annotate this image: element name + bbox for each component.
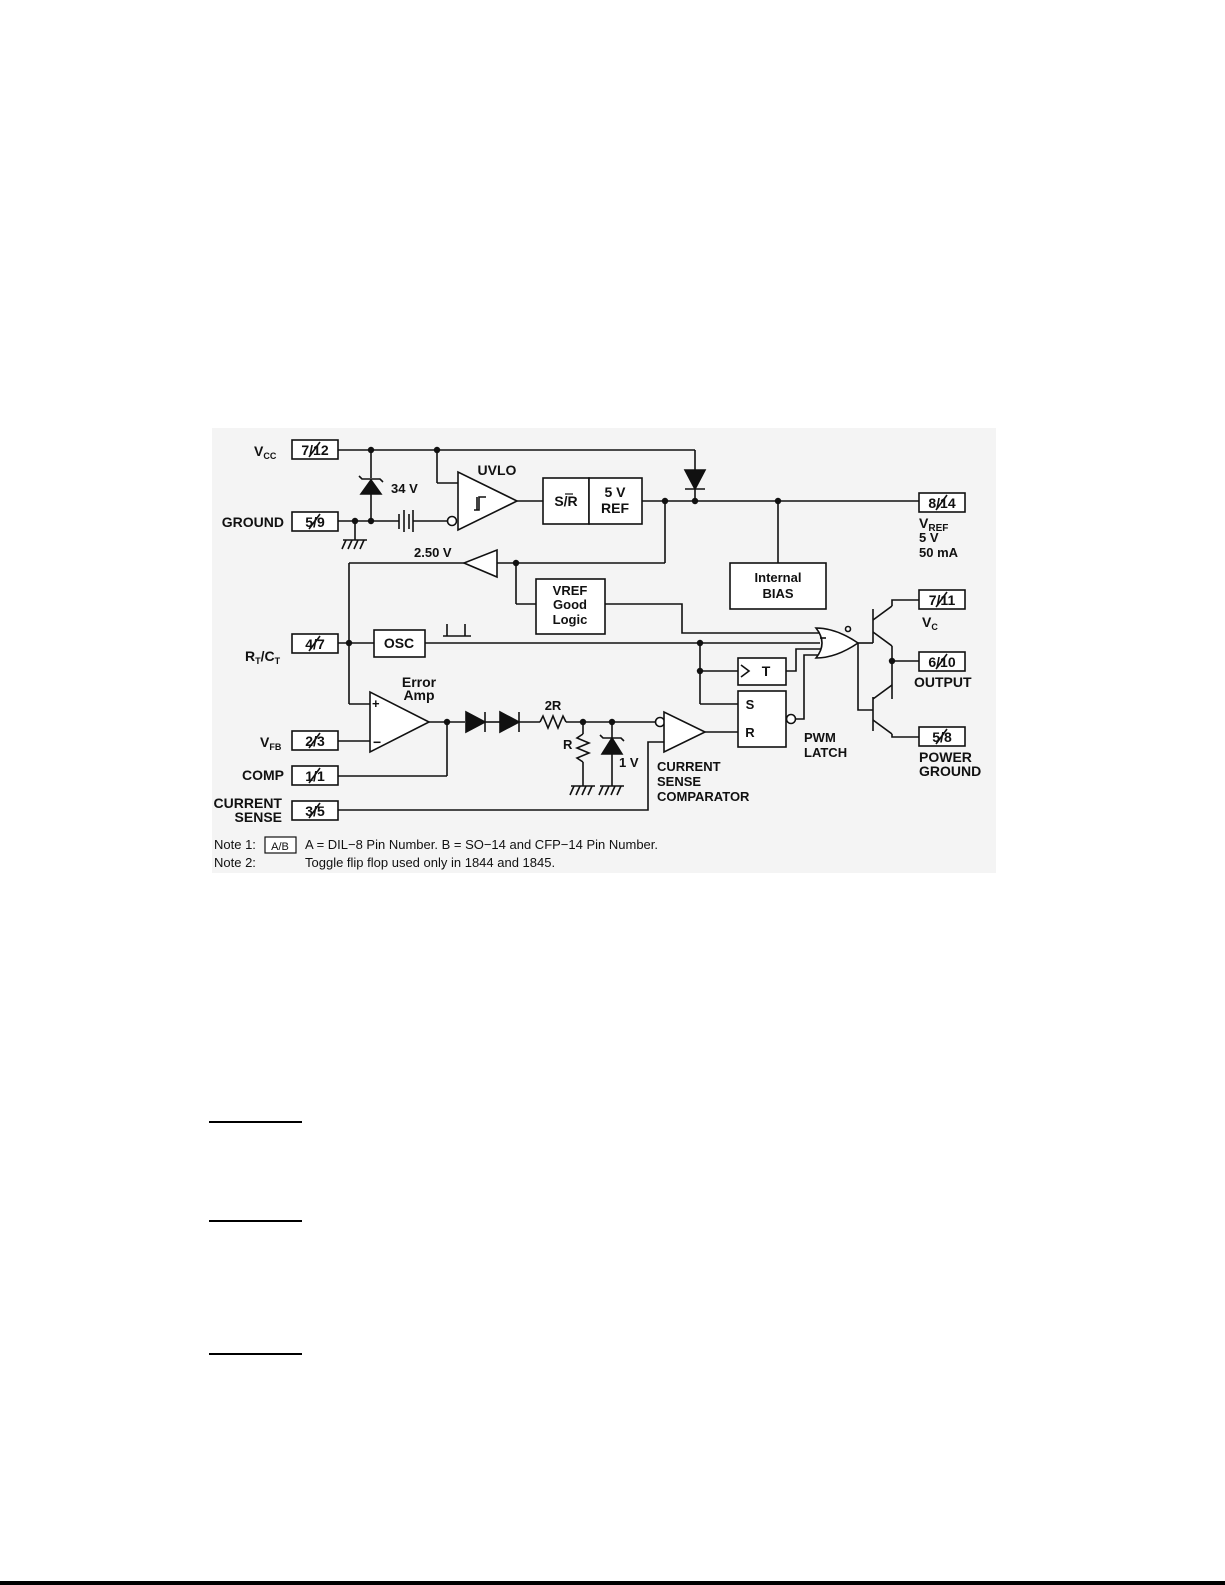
output-gate — [814, 627, 860, 659]
resistor-2r-label: 2R — [545, 698, 562, 713]
junction-dots — [345, 446, 896, 726]
osc-label: OSC — [384, 635, 414, 651]
sr-label: S/R — [554, 493, 577, 509]
error-amp-minus: − — [373, 734, 381, 750]
pin-label-vcc: VCC — [254, 443, 277, 461]
vref-good-block — [535, 578, 606, 635]
pin-label-vfb: VFB — [260, 734, 282, 752]
cs-comp-label-3: COMPARATOR — [657, 789, 750, 804]
note1-text: A = DIL−8 Pin Number. B = SO−14 and CFP−… — [305, 837, 658, 852]
pin-label-ground: GROUND — [222, 514, 284, 530]
bias-block — [729, 562, 827, 610]
osc-block — [373, 629, 426, 658]
blank-line-3 — [209, 1353, 302, 1355]
pin-label-vc: VC — [922, 614, 938, 632]
pwm-latch — [737, 690, 787, 748]
toggle-label: T — [762, 663, 771, 679]
pin-number-output: 6/10 — [928, 654, 955, 670]
vref-good-label-1: VREF — [553, 583, 588, 598]
sr-block — [542, 477, 590, 525]
pin-number-vc: 7/11 — [929, 592, 956, 608]
bias-label-2: BIAS — [762, 586, 793, 601]
latch-r-label: R — [745, 725, 755, 740]
pin-label-vref: VREF — [919, 515, 948, 534]
vref-good-label-3: Logic — [553, 612, 588, 627]
pin-label-vref-3: 50 mA — [919, 545, 959, 560]
uvlo-label: UVLO — [478, 462, 517, 478]
note1-box-text: A/B — [271, 841, 289, 853]
pwm-latch-label-2: LATCH — [804, 745, 847, 760]
error-amp — [369, 690, 431, 754]
pin-label-output: OUTPUT — [914, 674, 972, 690]
pin-number-vref: 8/14 — [928, 495, 955, 511]
error-amp-label-2: Amp — [403, 687, 434, 703]
error-amp-label-1: Error — [402, 674, 437, 690]
ref-label-1: 5 V — [604, 484, 626, 500]
pin-label-vref-2: 5 V — [919, 530, 939, 545]
pin-label-pgnd-1: POWER — [919, 749, 972, 765]
clamp-label: 1 V — [619, 755, 639, 770]
pin-label-cs-2: SENSE — [235, 809, 282, 825]
pin-label-pgnd-2: GROUND — [919, 763, 981, 779]
pin-number-comp: 1/1 — [305, 768, 325, 784]
note2-label: Note 2: — [214, 855, 256, 870]
buffer-label: 2.50 V — [414, 545, 452, 560]
vref-good-label-2: Good — [553, 597, 587, 612]
note1-label: Note 1: — [214, 837, 256, 852]
zener-label: 34 V — [391, 481, 418, 496]
blank-line-1 — [209, 1121, 302, 1123]
current-sense-comparator — [663, 710, 707, 754]
ref-block — [588, 477, 643, 525]
latch-s-label: S — [746, 697, 755, 712]
pin-label-rtct: RT/CT — [245, 648, 281, 666]
pin-number-vfb: 2/3 — [305, 733, 325, 749]
note1-box — [264, 836, 297, 854]
cs-comp-label-1: CURRENT — [657, 759, 721, 774]
resistor-r-label: R — [563, 737, 573, 752]
pin-number-cs: 3/5 — [305, 803, 325, 819]
pin-label-cs-1: CURRENT — [214, 795, 283, 811]
error-amp-plus: + — [372, 696, 380, 711]
bias-label-1: Internal — [755, 570, 802, 585]
buffer-2v5 — [461, 548, 498, 579]
pwm-latch-label-1: PWM — [804, 730, 836, 745]
pin-number-rtct: 4/7 — [305, 636, 325, 652]
ref-label-2: REF — [601, 500, 629, 516]
uvlo-comparator — [457, 470, 519, 532]
note2-text: Toggle flip flop used only in 1844 and 1… — [305, 855, 555, 870]
pin-number-pgnd: 5/8 — [932, 729, 952, 745]
blank-line-2 — [209, 1220, 302, 1222]
cs-comp-label-2: SENSE — [657, 774, 701, 789]
pin-number-ground: 5/9 — [305, 514, 325, 530]
pin-number-vcc: 7/12 — [301, 442, 328, 458]
footer-rule — [0, 1581, 1225, 1585]
pin-label-comp: COMP — [242, 767, 284, 783]
